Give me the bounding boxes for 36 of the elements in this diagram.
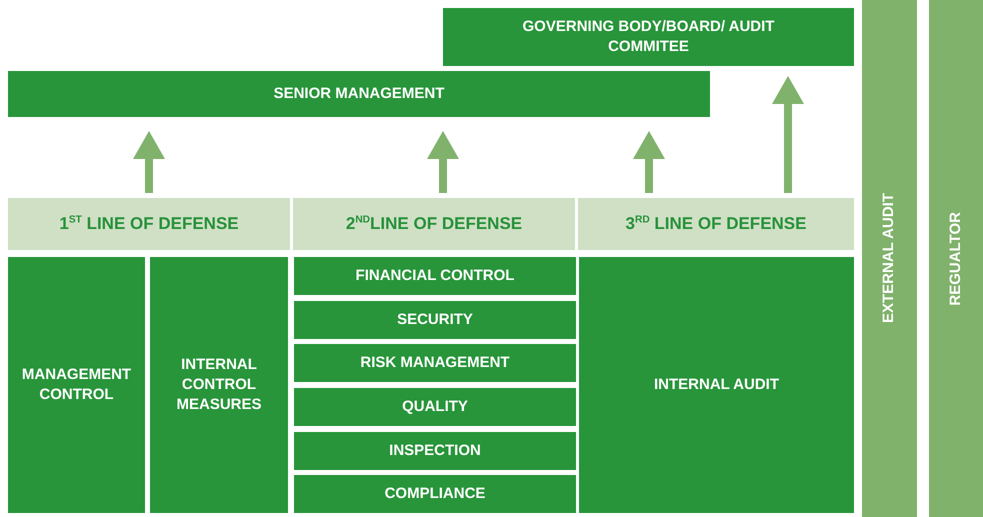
box-label: SECURITY xyxy=(397,310,473,330)
governing-body-box xyxy=(443,8,854,66)
function-box xyxy=(294,301,576,339)
box-label: 2$^{ND}$LINE OF DEFENSE xyxy=(346,212,522,235)
function-box xyxy=(294,388,576,426)
box-label: 3$^{RD}$ LINE OF DEFENSE xyxy=(626,212,806,235)
senior-management-bar xyxy=(8,71,710,117)
line-of-defense-header xyxy=(293,198,575,250)
box-label: EXTERNAL AUDIT xyxy=(879,193,898,324)
box-label: INTERNAL AUDIT xyxy=(654,374,779,395)
arrow xyxy=(633,131,665,193)
line-of-defense-header xyxy=(8,198,290,250)
box-label: FINANCIAL CONTROL xyxy=(356,266,514,286)
function-box xyxy=(150,257,288,513)
external-audit-bar xyxy=(862,0,917,517)
regulator-bar xyxy=(929,0,983,517)
arrow xyxy=(133,131,165,193)
function-box xyxy=(8,257,145,513)
arrow xyxy=(427,131,459,193)
function-box xyxy=(294,475,576,513)
box-label: GOVERNING BODY/BOARD/ AUDIT COMMITEE xyxy=(522,16,776,57)
box-label: 1$^{ST}$ LINE OF DEFENSE xyxy=(59,212,239,235)
box-label: COMPLIANCE xyxy=(384,484,486,504)
function-box xyxy=(294,257,576,295)
box-label: RISK MANAGEMENT xyxy=(360,352,510,373)
function-box xyxy=(294,344,576,382)
box-label: REGUALTOR xyxy=(946,212,965,306)
line-of-defense-header xyxy=(578,198,854,250)
box-label: INTERNAL CONTROL MEASURES xyxy=(175,354,262,416)
box-label: MANAGEMENT CONTROL xyxy=(22,364,132,405)
arrow xyxy=(772,76,804,193)
box-label: SENIOR MANAGEMENT xyxy=(274,84,444,104)
box-label: QUALITY xyxy=(402,396,468,417)
box-label: INSPECTION xyxy=(389,440,481,461)
function-box xyxy=(294,432,576,470)
function-box xyxy=(579,257,854,513)
